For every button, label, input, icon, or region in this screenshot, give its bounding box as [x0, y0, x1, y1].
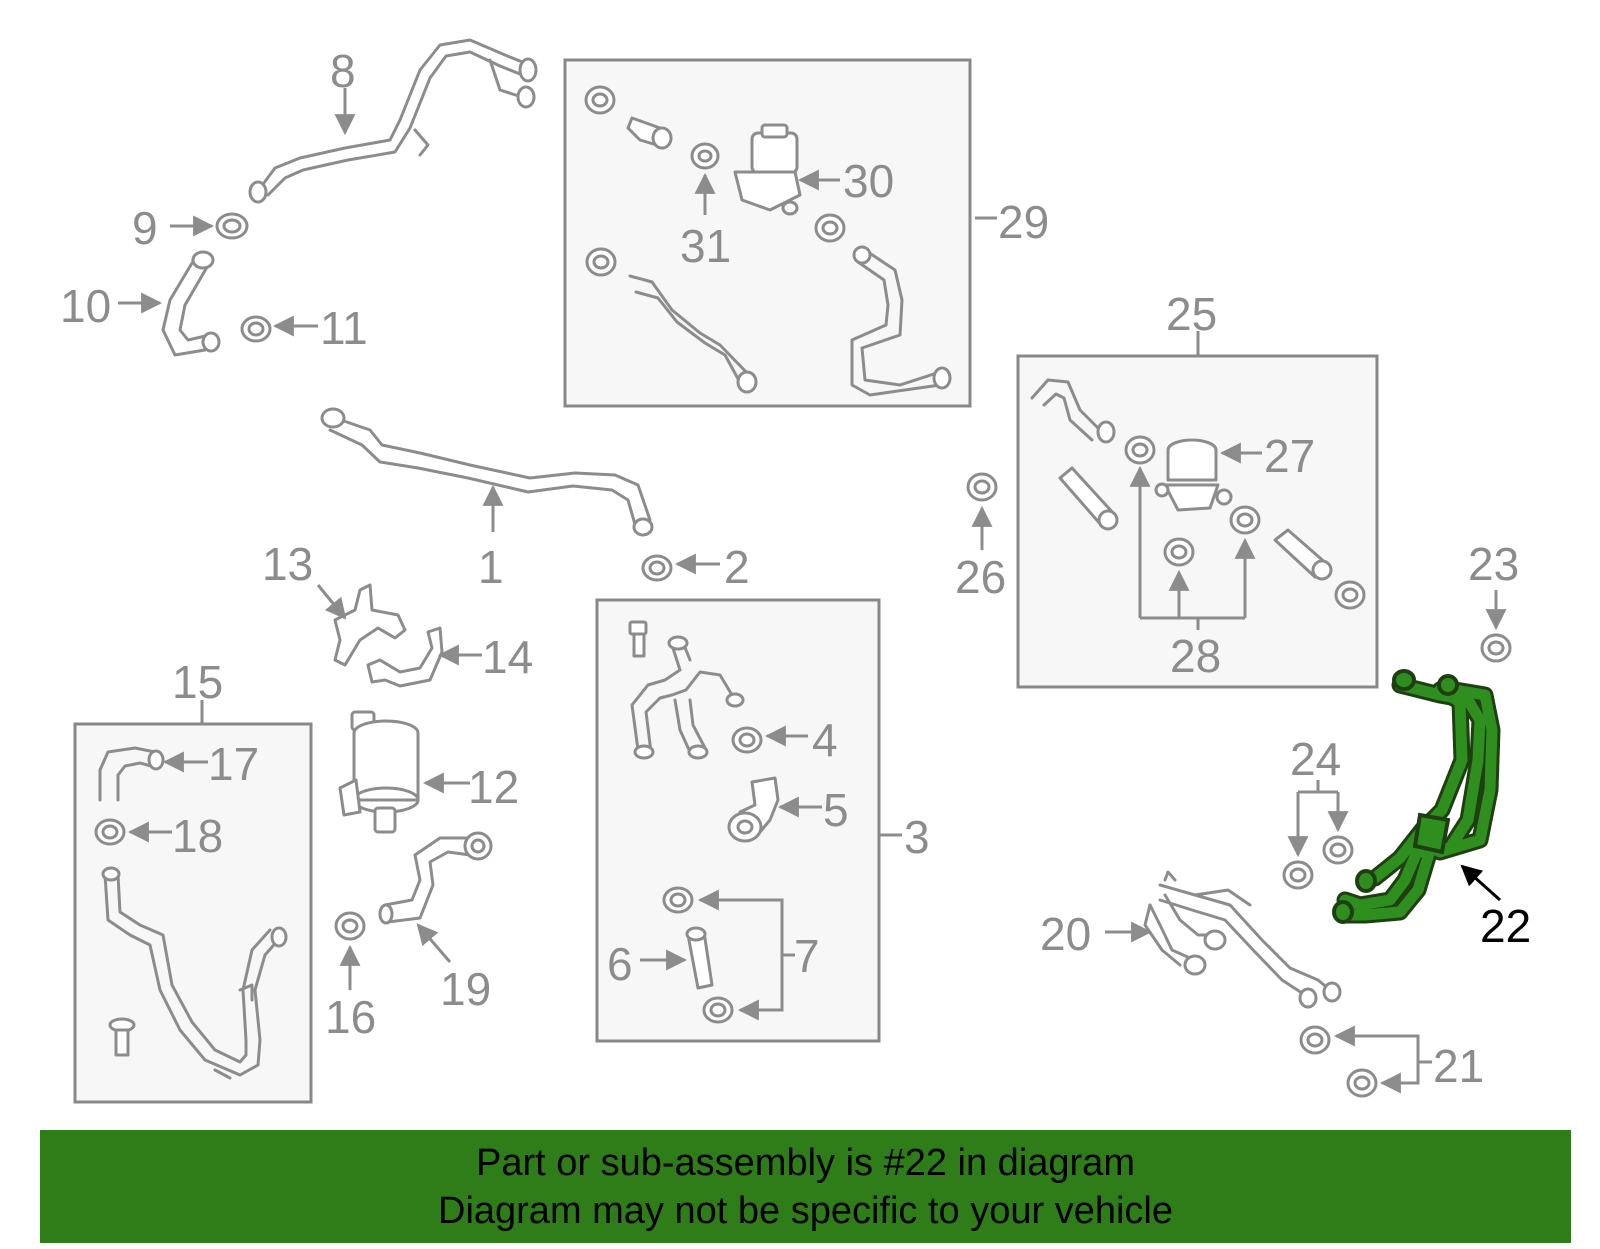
label-17: 17 — [208, 738, 259, 790]
part-15-bolt[interactable] — [108, 1017, 136, 1057]
label-20: 20 — [1040, 908, 1091, 960]
label-18: 18 — [172, 810, 223, 862]
part-26-clamp[interactable] — [966, 472, 998, 502]
part-5-elbow[interactable] — [727, 776, 780, 843]
part-28-clamp-a[interactable] — [1124, 435, 1156, 465]
box-29 — [563, 58, 972, 408]
label-16: 16 — [325, 991, 376, 1043]
part-29-hose-long[interactable] — [628, 274, 758, 394]
label-12: 12 — [468, 761, 519, 813]
box-15 — [73, 722, 313, 1104]
label-30: 30 — [843, 155, 894, 207]
part-10-hose[interactable] — [161, 250, 221, 357]
part-28-clamp-c[interactable] — [1163, 537, 1195, 567]
part-9-clamp[interactable] — [215, 212, 249, 240]
label-9: 9 — [132, 202, 158, 254]
label-7: 7 — [794, 930, 820, 982]
part-1-pipe[interactable] — [320, 407, 654, 537]
part-16-clamp[interactable] — [334, 911, 366, 941]
part-4-clamp[interactable] — [731, 726, 763, 754]
part-29-hose-short[interactable] — [626, 116, 673, 150]
part-19-hose[interactable] — [378, 831, 493, 925]
part-2-clamp[interactable] — [641, 554, 673, 582]
part-27-valve[interactable] — [1154, 438, 1233, 512]
part-7-clamp-b[interactable] — [702, 996, 734, 1024]
part-18-clamp[interactable] — [94, 818, 126, 846]
banner-line-1: Part or sub-assembly is #22 in diagram — [476, 1141, 1135, 1184]
part-29-clamp-a[interactable] — [584, 85, 616, 115]
part-25-clamp-d[interactable] — [1334, 580, 1366, 610]
part-23-clamp[interactable] — [1480, 633, 1512, 663]
part-25-hose-a[interactable] — [1030, 378, 1116, 444]
part-24-clamp-a[interactable] — [1282, 860, 1314, 890]
part-21-clamp-a[interactable] — [1299, 1025, 1331, 1055]
part-25-hose-c[interactable] — [1273, 528, 1333, 581]
part-11-clamp[interactable] — [240, 315, 272, 343]
part-6-hose[interactable] — [685, 926, 714, 990]
label-2: 2 — [724, 541, 750, 593]
label-5: 5 — [823, 784, 849, 836]
label-11: 11 — [320, 302, 368, 354]
label-25: 25 — [1166, 288, 1217, 340]
label-19: 19 — [440, 963, 491, 1015]
label-14: 14 — [482, 631, 533, 683]
part-3-bolt[interactable] — [628, 620, 648, 658]
part-21-clamp-b[interactable] — [1346, 1068, 1378, 1098]
label-21: 21 — [1433, 1040, 1484, 1092]
part-8-pipe[interactable] — [248, 38, 538, 204]
label-1: 1 — [478, 541, 504, 593]
part-31-clamp[interactable] — [690, 142, 720, 170]
part-3-tee-pipe[interactable] — [630, 635, 745, 760]
label-28: 28 — [1170, 630, 1221, 682]
part-30-valve[interactable] — [733, 123, 802, 216]
part-14-bracket[interactable] — [366, 626, 444, 688]
part-25-hose-b[interactable] — [1058, 466, 1119, 531]
box-25 — [1016, 354, 1379, 689]
label-15: 15 — [172, 656, 223, 708]
label-23: 23 — [1468, 538, 1519, 590]
part-29-clamp-b[interactable] — [814, 213, 846, 243]
info-banner: Part or sub-assembly is #22 in diagram D… — [40, 1130, 1571, 1243]
label-4: 4 — [812, 714, 838, 766]
label-31: 31 — [680, 220, 731, 272]
part-13-bracket[interactable] — [333, 583, 407, 667]
label-10: 10 — [60, 280, 111, 332]
label-8: 8 — [330, 45, 356, 97]
part-24-clamp-b[interactable] — [1322, 835, 1354, 865]
part-15-pipe[interactable] — [101, 866, 288, 1080]
label-24: 24 — [1290, 733, 1341, 785]
label-3: 3 — [904, 811, 930, 863]
part-28-clamp-b[interactable] — [1229, 505, 1261, 535]
label-13: 13 — [262, 538, 313, 590]
label-26: 26 — [955, 551, 1006, 603]
part-29-hose-bent[interactable] — [850, 245, 952, 397]
part-29-clamp-c[interactable] — [585, 247, 617, 277]
label-6: 6 — [607, 938, 633, 990]
part-22-pipe-assembly[interactable] — [1332, 669, 1501, 924]
part-12-pump[interactable] — [338, 710, 420, 834]
part-7-clamp-a[interactable] — [662, 886, 694, 914]
part-20-pipe-assembly[interactable] — [1143, 870, 1342, 1009]
banner-line-2: Diagram may not be specific to your vehi… — [438, 1189, 1173, 1232]
label-29: 29 — [998, 196, 1049, 248]
label-22: 22 — [1480, 900, 1531, 952]
label-27: 27 — [1264, 430, 1315, 482]
